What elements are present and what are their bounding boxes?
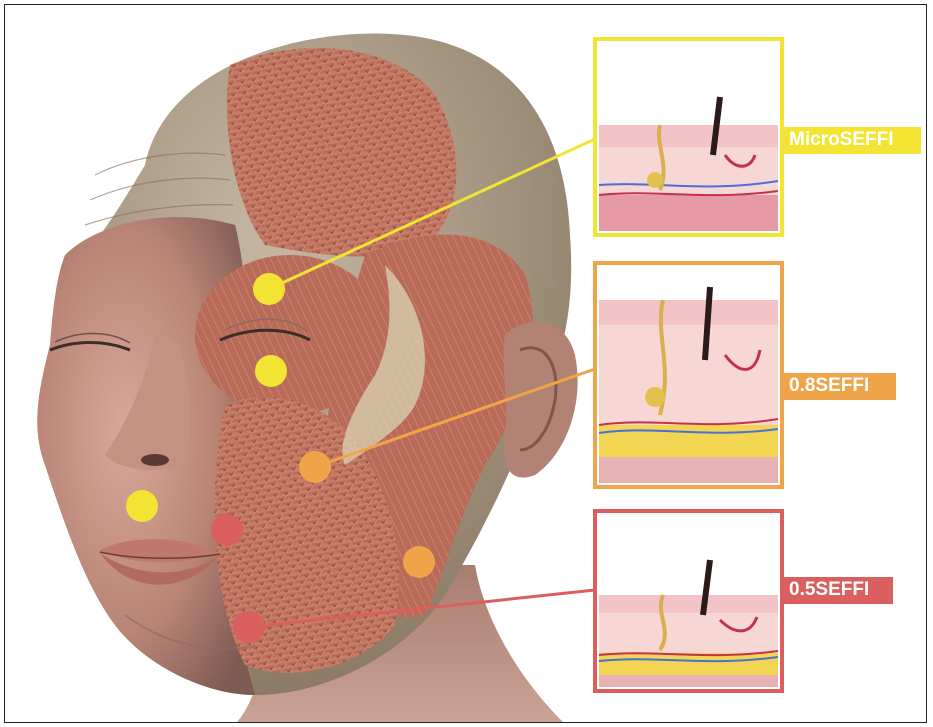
- ear: [504, 322, 578, 478]
- marker-micro-nose: [126, 490, 158, 522]
- skin-panel-micro: [595, 39, 782, 235]
- marker-0-8-cheek: [299, 451, 331, 483]
- skin-panel-0-5: [595, 511, 782, 691]
- marker-micro-lower-eye: [255, 355, 287, 387]
- marker-0-5-chin: [233, 611, 265, 643]
- marker-0-8-jaw: [403, 546, 435, 578]
- marker-micro-upper-eye: [253, 273, 285, 305]
- marker-0-5-mouth: [211, 514, 243, 546]
- label-microseffi: MicroSEFFI: [783, 127, 900, 153]
- skin-panel-0-8: [595, 263, 782, 487]
- label-0-8seffi: 0.8SEFFI: [783, 373, 875, 399]
- label-0-5seffi: 0.5SEFFI: [783, 577, 875, 603]
- diagram-frame: MicroSEFFI 0.8SEFFI 0.5SEFFI: [4, 4, 927, 723]
- face-diagram: [5, 5, 927, 723]
